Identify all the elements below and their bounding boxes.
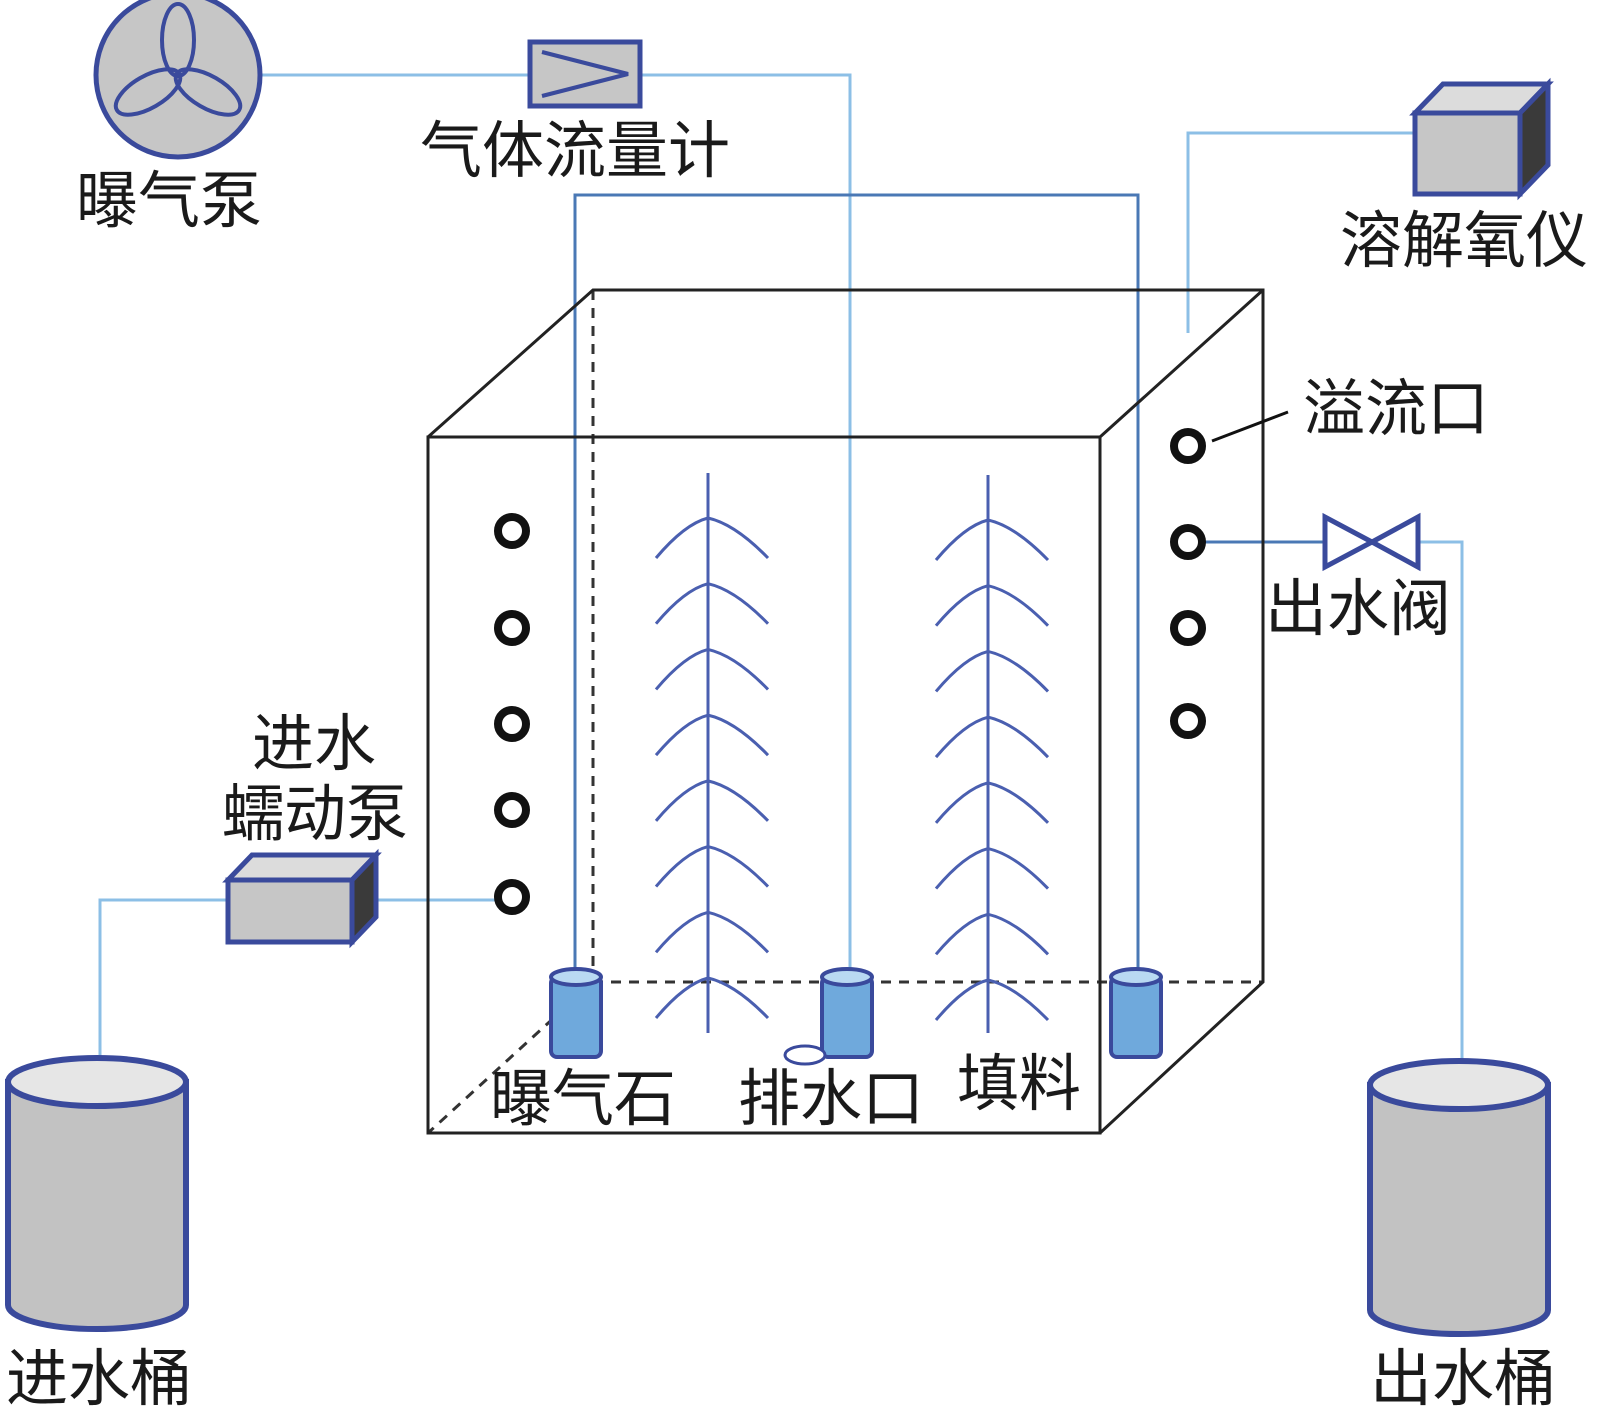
label-drain-port: 排水口 [738, 1062, 924, 1135]
packing-frond [654, 845, 709, 888]
pipe-aeration-loop [573, 193, 1140, 975]
pipe-valve-to-outlet-bucket [1418, 540, 1464, 1062]
wall-port [494, 513, 530, 549]
packing-frond [934, 847, 989, 890]
packing-frond [987, 518, 1050, 562]
packing-frond [987, 912, 1050, 956]
packing-frond [654, 976, 709, 1019]
wall-port [494, 610, 530, 646]
packing-frond [987, 978, 1050, 1022]
box-front [1412, 110, 1523, 197]
bucket-top [5, 1055, 189, 1109]
packing-frond [934, 584, 989, 627]
box-front [225, 877, 355, 945]
wall-port [494, 792, 530, 828]
stone-body [820, 975, 874, 1059]
do-meter-icon [1409, 77, 1554, 201]
peristaltic-pump-icon [222, 848, 382, 949]
inlet-bucket-icon [5, 1055, 189, 1332]
packing-frond [707, 845, 770, 888]
overflow-port-hole [1170, 428, 1206, 464]
packing-frond [707, 779, 770, 822]
label-inlet-pump-line2: 蠕动泵 [222, 777, 408, 850]
label-packing: 填料 [957, 1047, 1081, 1120]
bucket-body [5, 1079, 189, 1332]
overflow-leader-line [1211, 410, 1289, 443]
stone-body [549, 975, 603, 1059]
label-outlet-bucket: 出水桶 [1370, 1342, 1556, 1415]
packing-frond [707, 582, 770, 625]
aeration-stone-right [1109, 967, 1163, 1059]
packing-frond [707, 713, 770, 757]
label-aeration-pump: 曝气泵 [76, 164, 262, 237]
stone-top [820, 967, 874, 987]
label-aeration-stone: 曝气石 [490, 1062, 676, 1135]
packing-frond [707, 910, 770, 954]
label-gas-flowmeter: 气体流量计 [420, 114, 730, 187]
left-wall-ports [494, 513, 530, 915]
packing-frond [654, 582, 709, 625]
packing-frond [934, 781, 989, 824]
packing-frond [987, 715, 1050, 759]
outlet-bucket-icon [1367, 1058, 1551, 1337]
tank-top-right-edge [1098, 288, 1265, 439]
packing-frond [707, 647, 770, 691]
pipe-do-meter [1186, 131, 1415, 333]
packing-frond [987, 584, 1050, 627]
wall-port [1170, 610, 1206, 646]
pipe-flowmeter-to-drain [640, 73, 852, 975]
stone-top [1109, 967, 1163, 987]
packing-column-right [934, 475, 1050, 1033]
valve-icon [1322, 512, 1421, 572]
right-wall-ports [1170, 428, 1206, 739]
packing-column-left [654, 473, 770, 1033]
packing-frond [987, 781, 1050, 824]
stone-top [549, 967, 603, 987]
tank-front-face [426, 435, 1102, 1135]
drain-port-cylinder [783, 967, 874, 1066]
pipe-bucket-to-pump [98, 898, 228, 1062]
outlet-port-hole [1170, 524, 1206, 560]
wall-port [494, 879, 530, 915]
packing-frond [987, 649, 1050, 693]
packing-frond [707, 516, 770, 560]
drain-ring [783, 1044, 827, 1066]
packing-frond [654, 910, 709, 954]
packing-frond [934, 649, 989, 693]
wall-port [1170, 703, 1206, 739]
fan-icon [93, 0, 263, 160]
wall-port [494, 706, 530, 742]
packing-frond [654, 713, 709, 757]
label-outlet-valve: 出水阀 [1265, 572, 1451, 645]
packing-frond [654, 779, 709, 822]
stone-body [1109, 975, 1163, 1059]
bucket-top [1367, 1058, 1551, 1112]
label-overflow-port: 溢流口 [1303, 372, 1489, 445]
aeration-stone-left [549, 967, 603, 1059]
packing-frond [934, 978, 989, 1021]
label-inlet-bucket: 进水桶 [6, 1342, 192, 1415]
packing-frond [934, 518, 989, 561]
packing-frond [987, 847, 1050, 890]
pipes [98, 73, 1464, 1062]
label-do-meter: 溶解氧仪 [1340, 204, 1588, 277]
reactor-tank [426, 288, 1265, 1135]
label-inlet-pump-line1: 进水 [252, 707, 376, 780]
packing-frond [934, 912, 989, 956]
packing-frond [934, 715, 989, 759]
packing-frond [707, 976, 770, 1020]
packing-frond [654, 516, 709, 559]
bucket-body [1367, 1082, 1551, 1337]
packing-frond [654, 647, 709, 691]
flowmeter-icon [527, 39, 643, 109]
